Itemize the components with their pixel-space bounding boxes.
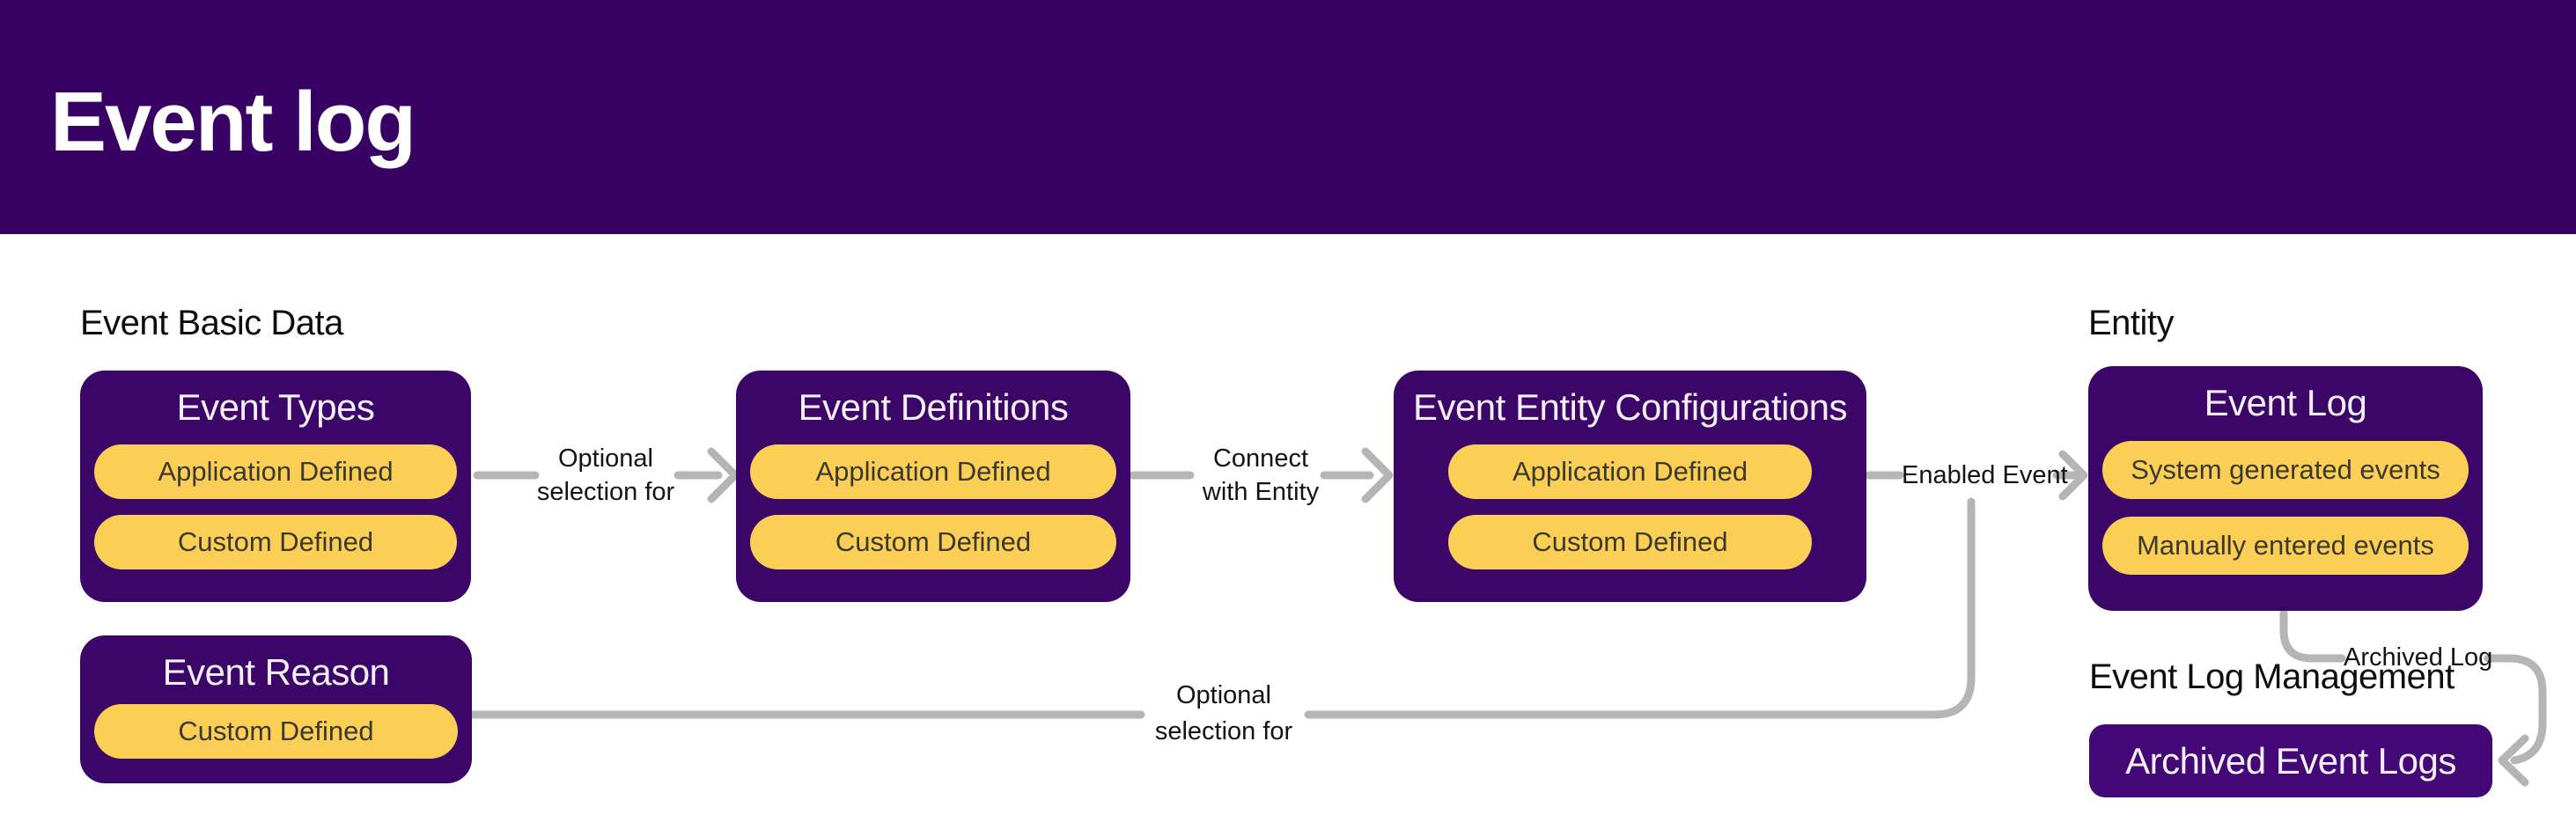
pill-group: System generated events Manually entered… [2088,441,2483,575]
arrowhead-left-icon [2498,734,2529,787]
node-event-definitions: Event Definitions Application Defined Cu… [736,371,1130,602]
node-title: Event Entity Configurations [1412,386,1848,428]
connector-label-line: Connect [1212,444,1308,473]
section-label-event-basic-data: Event Basic Data [80,304,343,342]
node-event-types: Event Types Application Defined Custom D… [80,371,471,602]
pill-group: Custom Defined [80,704,472,759]
connector-eventlog-to-archivedlog-curve [2279,608,2346,663]
pill-custom-defined: Custom Defined [94,515,457,569]
pill-application-defined: Application Defined [750,444,1116,499]
pill-group: Application Defined Custom Defined [1394,444,1866,569]
connector-label-line: selection for [1154,717,1293,745]
arrowhead-right-icon [1361,447,1394,503]
section-label-event-log-management: Event Log Management [2089,657,2455,696]
connector-label-line: selection for [536,478,675,506]
arrowhead-right-icon [707,447,740,503]
connector-label-line: Optional [557,444,653,473]
node-event-log: Event Log System generated events Manual… [2088,366,2483,611]
section-label-entity: Entity [2088,304,2175,342]
pill-custom-defined: Custom Defined [750,515,1116,569]
page-title: Event log [50,75,416,169]
pill-manually-entered-events: Manually entered events [2102,517,2469,575]
connector-archivedlog-to-archivedbox-curve [2484,654,2547,765]
header-bar: Event log [0,0,2576,234]
node-archived-event-logs: Archived Event Logs [2089,724,2492,797]
connector-label-connect-with-entity: Connect with Entity [1173,442,1349,509]
connector-label-optional-selection-1: Optional selection for [518,442,694,509]
pill-application-defined: Application Defined [94,444,457,499]
node-title: Event Log [2204,382,2367,423]
connector-label-enabled-event: Enabled Event [1902,461,2068,489]
pill-group: Application Defined Custom Defined [736,444,1130,569]
arrowhead-right-icon [2058,450,2088,501]
node-event-entity-configurations: Event Entity Configurations Application … [1394,371,1866,602]
node-title: Event Reason [162,651,390,693]
connector-label-line: Optional [1175,681,1271,709]
node-title: Archived Event Logs [2125,739,2456,782]
pill-system-generated-events: System generated events [2102,441,2469,499]
connector-enabled-event-drop-line [1304,497,1976,719]
pill-custom-defined: Custom Defined [94,704,458,759]
pill-custom-defined: Custom Defined [1448,515,1812,569]
node-event-reason: Event Reason Custom Defined [80,635,472,783]
pill-group: Application Defined Custom Defined [80,444,471,569]
node-title: Event Types [176,386,375,428]
node-title: Event Definitions [798,386,1069,428]
connector-label-line: with Entity [1202,478,1320,506]
connector-label-archived-log: Archived Log [2344,643,2493,672]
connector-label-optional-selection-2: Optional selection for [1136,678,1312,750]
pill-application-defined: Application Defined [1448,444,1812,499]
